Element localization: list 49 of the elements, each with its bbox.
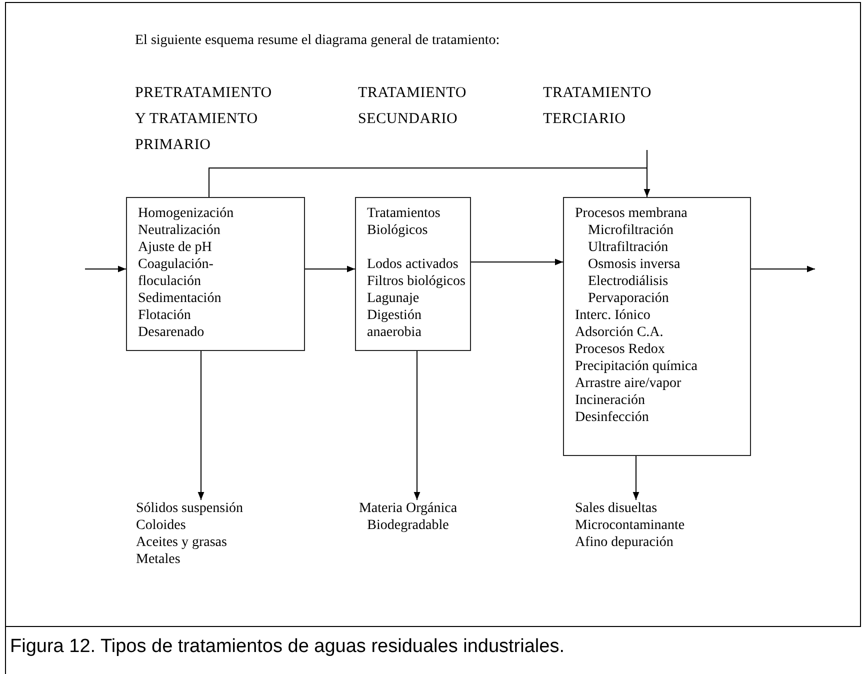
output-text: Afino depuración [575, 534, 674, 551]
output-text: Microcontaminante [575, 517, 686, 534]
output-text: Coloides [136, 517, 187, 534]
arrow [304, 266, 356, 272]
output-text: Aceites y grasas [136, 534, 228, 551]
item-text: Pervaporación [587, 290, 670, 307]
output-text: Sólidos suspensión [136, 500, 244, 517]
item-text: Procesos Redox [575, 341, 666, 358]
arrow [750, 266, 816, 272]
item-text: Arrastre aire/vapor [575, 375, 682, 392]
arrow [198, 350, 204, 500]
item-text: Lagunaje [367, 290, 420, 307]
intro-text: El siguiente esquema resume el diagrama general de tratamiento: [135, 33, 500, 49]
item-text: Desinfección [575, 409, 650, 426]
item-text: Incineración [575, 392, 646, 409]
process-box [126, 197, 305, 351]
arrow [632, 456, 640, 500]
item-text: Electrodiálisis [587, 273, 670, 290]
item-text: Ultrafiltración [587, 239, 670, 256]
item-text: Homogenización [138, 205, 235, 222]
item-text: Neutralización [138, 222, 222, 239]
item-text: Microfiltración [587, 222, 675, 239]
arrow [414, 350, 420, 500]
item-text: Osmosis inversa [587, 256, 682, 273]
item-text: Tratamientos Biológicos [367, 205, 442, 239]
arrow [84, 266, 126, 272]
stage-heading: TRATAMIENTO SECUNDARIO [358, 84, 468, 129]
item-text: Procesos membrana [575, 205, 688, 222]
figure-caption: Figura 12. Tipos de tratamientos de aguas residuales industriales. [10, 636, 564, 658]
output-text: Sales disueltas [575, 500, 658, 517]
stage-heading: PRETRATAMIENTO Y TRATAMIENTO PRIMARIO [135, 84, 273, 155]
item-text: Sedimentación [138, 290, 222, 307]
item-text: Digestión anaerobia [367, 307, 422, 341]
item-text: Lodos activados [367, 256, 460, 273]
stage-heading: TRATAMIENTO TERCIARIO [543, 84, 652, 129]
item-text: Interc. Iónico [575, 307, 652, 324]
item-text: Precipitación química [575, 358, 698, 375]
item-text: Filtros biológicos [367, 273, 466, 290]
item-text: Ajuste de pH [138, 239, 213, 256]
bypass-arrow [208, 150, 650, 198]
process-box [563, 197, 751, 456]
process-box [355, 197, 471, 351]
item-text: Coagulación- floculación [138, 256, 214, 290]
output-text: Metales [136, 551, 182, 568]
item-text: Desarenado [138, 324, 206, 341]
item-text: Adsorción C.A. [575, 324, 664, 341]
arrow [470, 258, 564, 266]
item-text: Flotación [138, 307, 192, 324]
output-text: Materia Orgánica Biodegradable [358, 500, 458, 534]
